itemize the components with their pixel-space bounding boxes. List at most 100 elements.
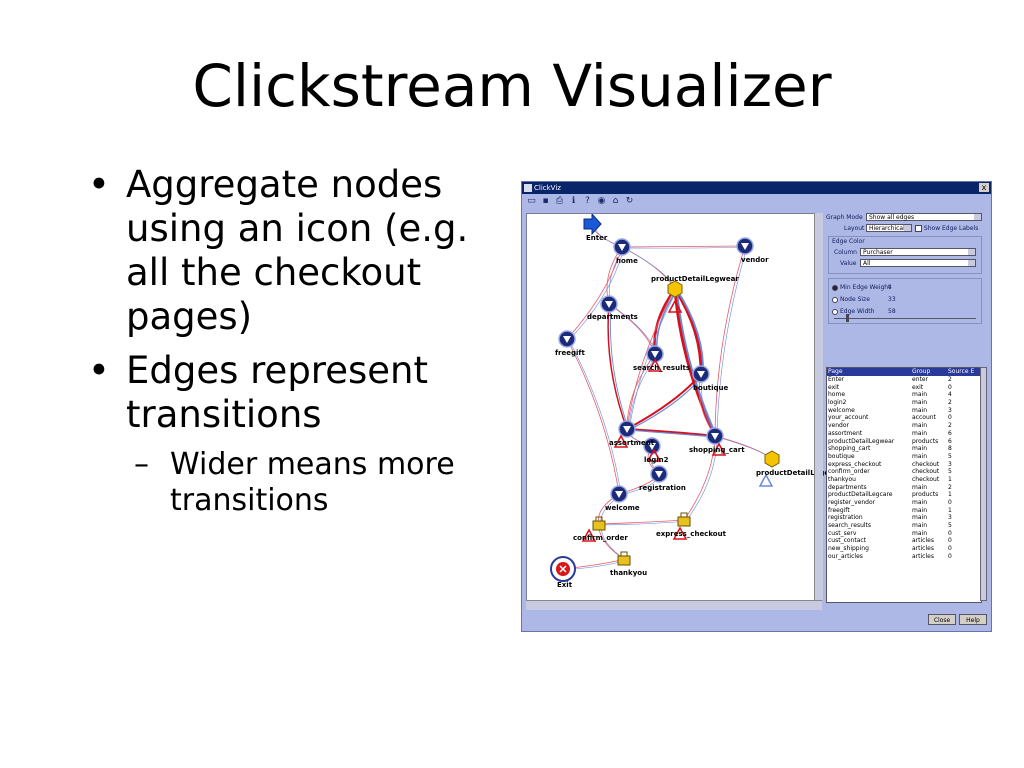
graph-node-page[interactable] (706, 427, 724, 445)
graph-node-page[interactable] (558, 330, 576, 348)
value-select[interactable]: All (860, 259, 976, 267)
table-cell: checkout (912, 468, 940, 476)
table-cell: assortment (828, 429, 863, 437)
print-icon[interactable]: ⎙ (555, 196, 564, 206)
graph-node-aggregate[interactable] (764, 450, 780, 468)
graph-node-page[interactable] (618, 420, 636, 438)
graph-node-enter[interactable] (583, 214, 602, 236)
graph-node-label: thankyou (610, 569, 648, 577)
toolbar: ▭ ▪ ⎙ ℹ ? ◉ ⌂ ↻ (526, 196, 635, 210)
radio-unselected[interactable] (832, 296, 838, 303)
graph-node-lock[interactable] (617, 551, 631, 566)
table-cell: 0 (948, 545, 952, 553)
graph-node-aggregate[interactable] (667, 280, 683, 298)
home-icon[interactable]: ↻ (625, 196, 634, 206)
graph-node-page[interactable] (610, 485, 628, 503)
graph-node-page[interactable] (646, 345, 664, 363)
column-select[interactable]: Purchaser (860, 248, 976, 256)
graph-node-lock[interactable] (592, 516, 606, 531)
table-cell: articles (912, 552, 934, 560)
graph-edge (623, 246, 748, 249)
save-icon[interactable]: ▪ (542, 196, 549, 206)
node-size-radio[interactable]: Node Size (832, 296, 870, 303)
table-cell: 5 (948, 452, 952, 460)
close-button[interactable]: Close (928, 614, 956, 625)
radio-selected[interactable] (832, 284, 838, 291)
open-icon[interactable]: ▭ (527, 196, 536, 206)
close-window-button[interactable]: x (979, 183, 989, 192)
table-cell: checkout (912, 475, 940, 483)
chevron-down-icon (904, 225, 911, 231)
info-icon[interactable]: ℹ (571, 196, 576, 206)
graph-node-exit[interactable] (550, 556, 576, 582)
show-edge-labels-checkbox[interactable]: Show Edge Labels (915, 225, 978, 232)
slider-track[interactable] (834, 318, 976, 319)
dash-glyph: – (134, 447, 149, 482)
table-cell: main (912, 391, 927, 399)
checkbox-box[interactable] (915, 225, 922, 232)
graph-node-label: departments (587, 313, 638, 321)
graph-edge (598, 519, 685, 525)
min-edge-weight-radio[interactable]: Min Edge Weight (832, 284, 890, 291)
layout-select[interactable]: Hierarchical (866, 224, 912, 232)
graph-node-label: search_results (633, 364, 690, 372)
graph-node-page[interactable] (650, 465, 668, 483)
table-cell: 3 (948, 514, 952, 522)
column-header[interactable]: Page (828, 368, 843, 375)
chevron-down-icon (968, 260, 975, 266)
graph-mode-select[interactable]: Show all edges (866, 213, 982, 221)
graph-node-page[interactable] (613, 238, 631, 256)
canvas-horizontal-scrollbar[interactable] (526, 600, 822, 610)
table-cell: 0 (948, 383, 952, 391)
help-icon[interactable]: ? (585, 196, 590, 206)
help-button[interactable]: Help (959, 614, 987, 625)
slider-thumb[interactable] (846, 314, 849, 322)
table-vertical-scrollbar[interactable] (980, 367, 987, 601)
graph-node-page[interactable] (692, 365, 710, 383)
zoom-icon[interactable]: ◉ (597, 196, 606, 206)
table-cell: shopping_cart (828, 445, 871, 453)
radio-unselected[interactable] (832, 308, 838, 315)
graph-node-page[interactable] (736, 237, 754, 255)
column-header[interactable]: Group (912, 368, 931, 375)
edge-width-radio[interactable]: Edge Width (832, 308, 874, 315)
column-header[interactable]: Source E (948, 368, 975, 375)
layout-icon[interactable]: ⌂ (612, 196, 619, 206)
table-cell: welcome (828, 406, 855, 414)
graph-node-label: registration (639, 484, 686, 492)
graph-edge (568, 339, 622, 496)
graph-node-page[interactable] (643, 437, 661, 455)
canvas-vertical-scrollbar[interactable] (814, 213, 823, 600)
graph-drawing[interactable] (527, 214, 815, 601)
table-cell: articles (912, 537, 934, 545)
table-cell: home (828, 391, 846, 399)
graph-node-lock[interactable] (677, 512, 691, 527)
graph-node-page[interactable] (600, 295, 618, 313)
